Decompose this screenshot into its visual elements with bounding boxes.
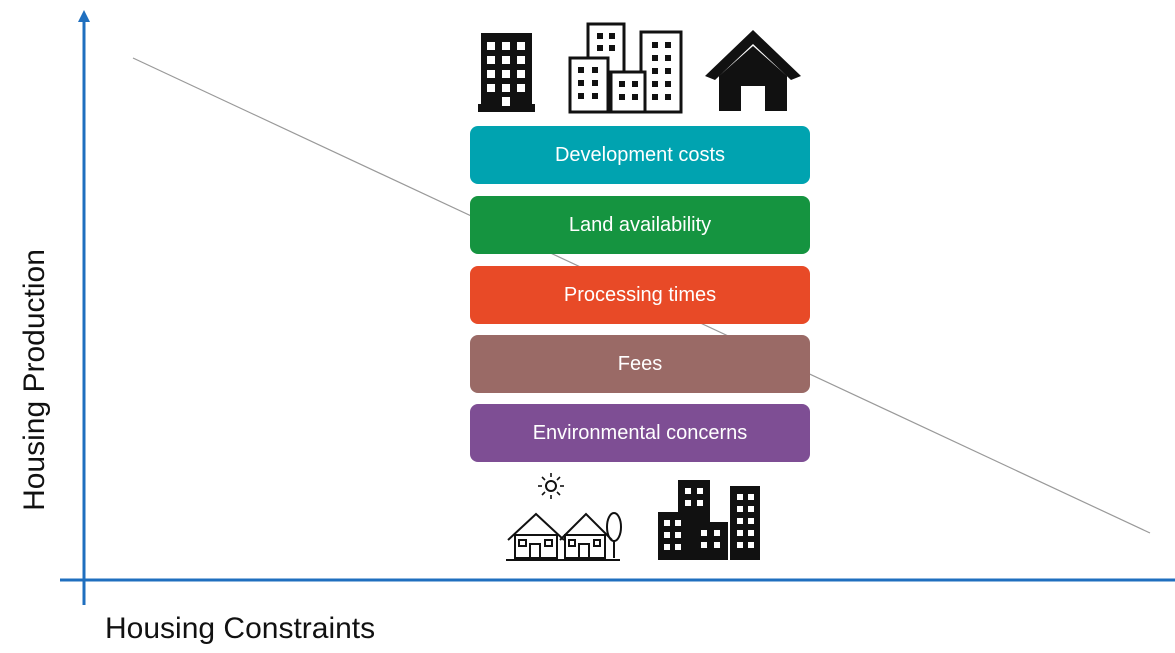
constraint-bar-environmental-concerns: Environmental concerns [470,404,810,462]
city-buildings-icon [658,480,760,560]
constraint-bar-development-costs: Development costs [470,126,810,184]
high-rise-building-icon [478,33,535,112]
constraint-bar-fees: Fees [470,335,810,393]
x-axis-label: Housing Constraints [105,612,376,645]
apartment-buildings-icon [568,22,683,114]
constraint-bar-processing-times: Processing times [470,266,810,324]
house-icon [705,30,801,111]
constraint-bar-land-availability: Land availability [470,196,810,254]
suburban-houses-icon [506,473,622,561]
y-axis-arrow-icon [78,10,90,22]
y-axis-label: Housing Production [18,249,51,511]
